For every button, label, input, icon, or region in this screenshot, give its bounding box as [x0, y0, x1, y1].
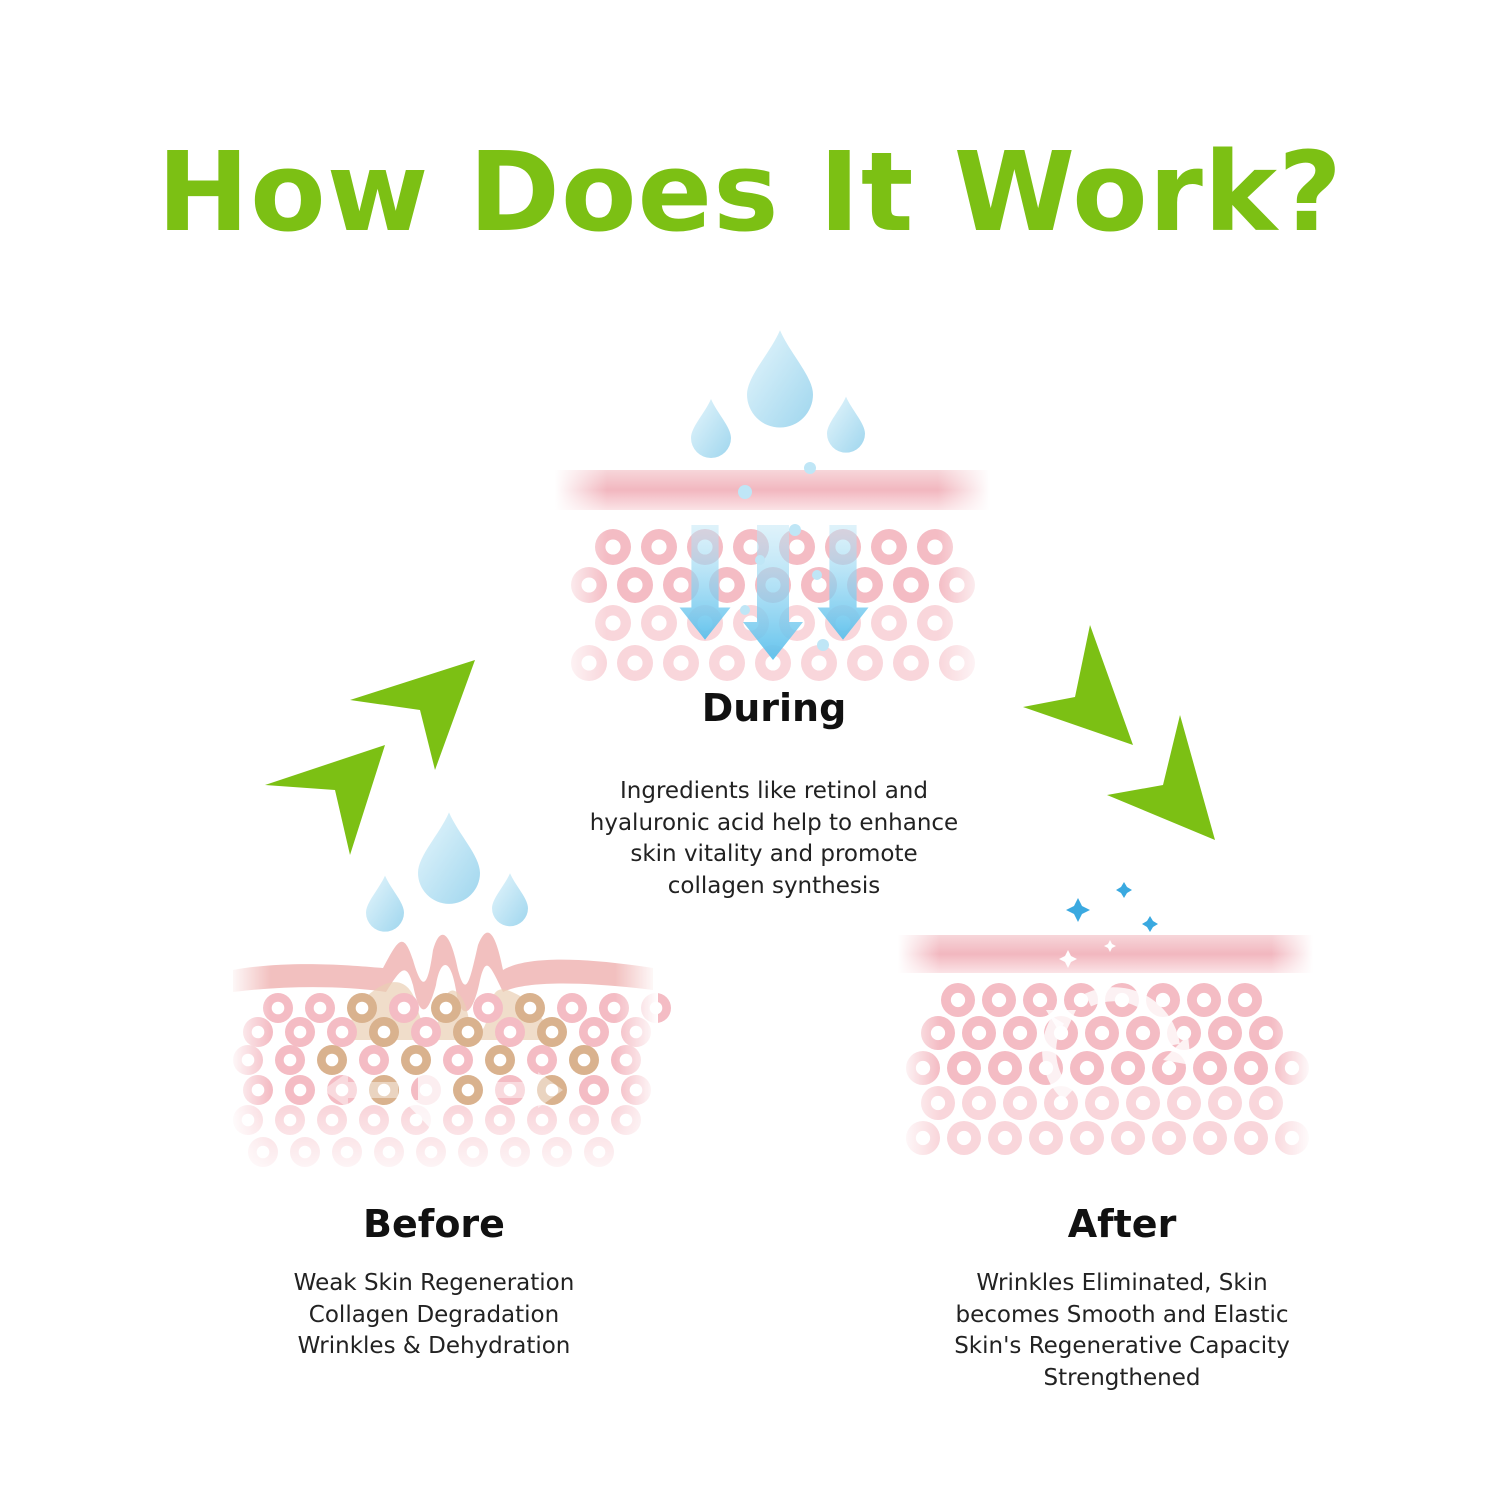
during-skin-illustration: [555, 330, 990, 695]
water-drop-icon: [418, 812, 480, 904]
after-line-3: Skin's Regenerative Capacity: [954, 1333, 1290, 1359]
sparkle-icon: [1116, 882, 1132, 898]
page-title: How Does It Work?: [157, 128, 1343, 256]
after-line-2: becomes Smooth and Elastic: [955, 1301, 1289, 1328]
during-title: During: [701, 686, 847, 730]
before-line-3: Wrinkles & Dehydration: [297, 1333, 571, 1359]
during-line-2: hyaluronic acid help to enhance: [589, 809, 959, 836]
water-drop-icon: [492, 873, 528, 927]
during-line-3: skin vitality and promote: [630, 841, 918, 867]
before-title: Before: [363, 1202, 505, 1246]
after-skin-illustration: [898, 882, 1313, 1170]
during-line-4: collagen synthesis: [667, 872, 881, 899]
during-to-after-arrow-icon: [1023, 625, 1215, 840]
before-line-2: Collagen Degradation: [308, 1301, 560, 1328]
before-description: Weak Skin Regeneration Collagen Degradat…: [234, 1268, 634, 1363]
sparkle-icon: [1066, 898, 1090, 922]
water-drop-icon: [747, 330, 813, 428]
after-description: Wrinkles Eliminated, Skin becomes Smooth…: [897, 1268, 1347, 1394]
after-line-4: Strengthened: [1043, 1364, 1201, 1391]
before-to-during-arrow-icon: [265, 660, 475, 855]
before-skin-illustration: [228, 812, 671, 1180]
during-description: Ingredients like retinol and hyaluronic …: [524, 776, 1024, 902]
water-drop-icon: [366, 875, 404, 932]
after-line-1: Wrinkles Eliminated, Skin: [976, 1270, 1268, 1296]
before-line-1: Weak Skin Regeneration: [293, 1270, 575, 1296]
sparkle-icon: [1142, 916, 1158, 932]
water-drop-icon: [827, 396, 865, 453]
after-title: After: [1067, 1202, 1177, 1246]
during-line-1: Ingredients like retinol and: [620, 778, 928, 804]
water-drop-icon: [691, 399, 731, 458]
